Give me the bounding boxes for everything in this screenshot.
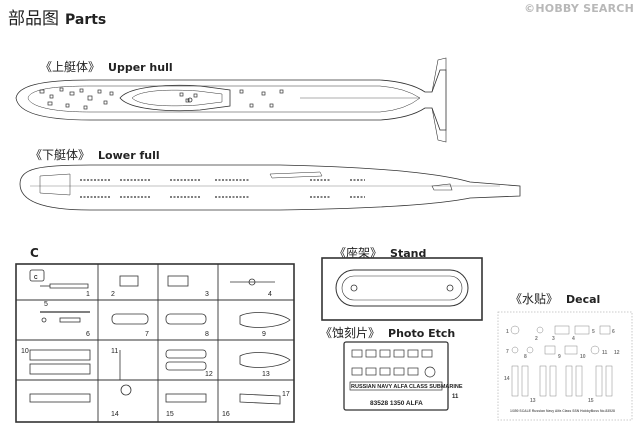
upper-hull-part bbox=[15, 57, 447, 143]
stand-part bbox=[321, 257, 483, 321]
decal-number: 5 bbox=[592, 329, 595, 335]
part-number: 13 bbox=[262, 371, 270, 378]
part-number: 1 bbox=[86, 291, 90, 298]
lower-hull-part bbox=[19, 164, 521, 211]
decal-number: 4 bbox=[572, 336, 575, 342]
decal-number: 11 bbox=[602, 350, 608, 356]
part-number: 17 bbox=[282, 391, 290, 398]
part-number: 6 bbox=[86, 331, 90, 338]
decal-en: Decal bbox=[566, 293, 601, 306]
title-en: Parts bbox=[65, 12, 107, 28]
lower-hull-label: 《下艇体》 Lower full bbox=[30, 146, 160, 163]
part-number: 16 bbox=[222, 411, 230, 418]
decal-number: 15 bbox=[588, 398, 594, 404]
decal-number: 7 bbox=[506, 349, 509, 355]
decal-sheet bbox=[497, 311, 633, 421]
part-number: 15 bbox=[166, 411, 174, 418]
photo-etch-line-1: RUSSIAN NAVY ALFA CLASS SUBMARINE bbox=[351, 384, 463, 390]
decal-number: 14 bbox=[504, 376, 510, 382]
decal-cn: 《水贴》 bbox=[510, 292, 559, 306]
decal-number: 3 bbox=[552, 336, 555, 342]
photo-etch-en: Photo Etch bbox=[388, 327, 456, 340]
decal-footer: 1/350 SCALE Russian Navy Alfa Class SSN … bbox=[510, 409, 615, 413]
decal-number: 8 bbox=[524, 354, 527, 360]
lower-hull-cn: 《下艇体》 bbox=[30, 148, 91, 162]
lower-hull-en: Lower full bbox=[98, 149, 160, 162]
part-number: 14 bbox=[111, 411, 119, 418]
part-number: 10 bbox=[21, 348, 29, 355]
upper-hull-label: 《上艇体》 Upper hull bbox=[40, 58, 173, 75]
part-number: 5 bbox=[44, 301, 48, 308]
sprue-c-frame bbox=[15, 263, 295, 423]
decal-label: 《水贴》 Decal bbox=[510, 290, 600, 307]
stand-en: Stand bbox=[390, 247, 427, 260]
decal-number: 10 bbox=[580, 354, 586, 360]
title-cn: 部品图 bbox=[8, 9, 59, 29]
photo-etch-label: 《蚀刻片》 Photo Etch bbox=[320, 324, 455, 341]
part-number: 3 bbox=[205, 291, 209, 298]
stand-label: 《座架》 Stand bbox=[334, 244, 426, 261]
decal-number: 1 bbox=[506, 329, 509, 335]
part-number: 8 bbox=[205, 331, 209, 338]
photo-etch-side-number: 11 bbox=[452, 394, 459, 400]
watermark: ©HOBBY SEARCH bbox=[524, 2, 634, 15]
part-number: 7 bbox=[145, 331, 149, 338]
part-number: 4 bbox=[268, 291, 272, 298]
photo-etch-cn: 《蚀刻片》 bbox=[320, 326, 381, 340]
photo-etch-line-2: 83528 1350 ALFA bbox=[370, 400, 423, 407]
decal-number: 12 bbox=[614, 350, 620, 356]
photo-etch-sheet bbox=[343, 341, 449, 411]
decal-number: 6 bbox=[612, 329, 615, 335]
sprue-c-letter: C bbox=[30, 246, 39, 260]
part-number: 12 bbox=[205, 371, 213, 378]
stand-cn: 《座架》 bbox=[334, 246, 383, 260]
sprue-tag: C bbox=[34, 275, 38, 281]
upper-hull-en: Upper hull bbox=[108, 61, 173, 74]
decal-number: 2 bbox=[535, 336, 538, 342]
upper-hull-cn: 《上艇体》 bbox=[40, 60, 101, 74]
decal-number: 9 bbox=[558, 354, 561, 360]
page-title: 部品图 Parts bbox=[8, 4, 106, 29]
part-number: 11 bbox=[111, 348, 118, 355]
decal-number: 13 bbox=[530, 398, 536, 404]
part-number: 9 bbox=[262, 331, 266, 338]
part-number: 2 bbox=[111, 291, 115, 298]
